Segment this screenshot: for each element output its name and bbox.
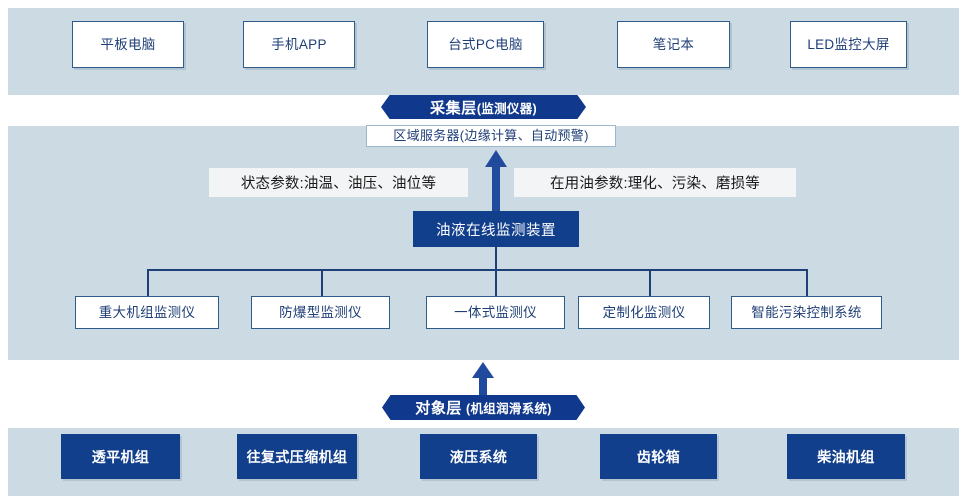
collection-layer-banner-subtitle: (监测仪器) (476, 101, 537, 116)
in-service-oil-parameters-chip: 在用油参数:理化、污染、磨损等 (514, 168, 796, 197)
terminal-box-laptop[interactable]: 笔记本 (617, 21, 730, 68)
object-layer-banner-title: 对象层 (415, 400, 463, 417)
object-unit-hydraulic-system[interactable]: 液压系统 (420, 434, 537, 479)
monitor-box-integrated[interactable]: 一体式监测仪 (426, 296, 565, 329)
connector-branch-5 (806, 269, 808, 296)
monitor-box-explosion-proof[interactable]: 防爆型监测仪 (251, 296, 390, 329)
connector-horizontal-bus (147, 269, 807, 271)
object-layer-arrow-icon (470, 362, 496, 397)
monitor-box-major-unit[interactable]: 重大机组监测仪 (75, 296, 219, 329)
terminal-box-desktop-pc[interactable]: 台式PC电脑 (427, 21, 544, 68)
object-unit-gearbox[interactable]: 齿轮箱 (600, 434, 717, 479)
connector-device-trunk (495, 247, 497, 270)
object-layer-banner: 对象层 (机组润滑系统) (382, 395, 585, 420)
connector-branch-2 (321, 269, 323, 296)
terminal-box-mobile-app[interactable]: 手机APP (243, 21, 355, 68)
object-unit-diesel-generator[interactable]: 柴油机组 (787, 434, 905, 479)
monitor-box-smart-contamination-control[interactable]: 智能污染控制系统 (731, 296, 882, 329)
collection-layer-banner: 采集层 (监测仪器) (381, 95, 586, 119)
connector-branch-1 (147, 269, 149, 296)
connector-branch-3 (495, 269, 497, 296)
collection-layer-banner-title: 采集层 (430, 99, 477, 117)
terminal-box-tablet[interactable]: 平板电脑 (72, 21, 184, 68)
regional-server-box[interactable]: 区域服务器(边缘计算、自动预警) (366, 125, 616, 147)
connector-branch-4 (649, 269, 651, 296)
data-upload-arrow-icon (483, 150, 509, 213)
object-layer-banner-subtitle: (机组润滑系统) (466, 402, 552, 416)
object-unit-reciprocating-compressor[interactable]: 往复式压缩机组 (237, 434, 357, 479)
terminal-box-led-screen[interactable]: LED监控大屏 (790, 21, 907, 68)
object-unit-turbine[interactable]: 透平机组 (61, 434, 180, 479)
oil-online-monitoring-device-box[interactable]: 油液在线监测装置 (413, 211, 579, 247)
status-parameters-chip: 状态参数:油温、油压、油位等 (209, 168, 468, 197)
monitor-box-customized[interactable]: 定制化监测仪 (578, 296, 710, 329)
